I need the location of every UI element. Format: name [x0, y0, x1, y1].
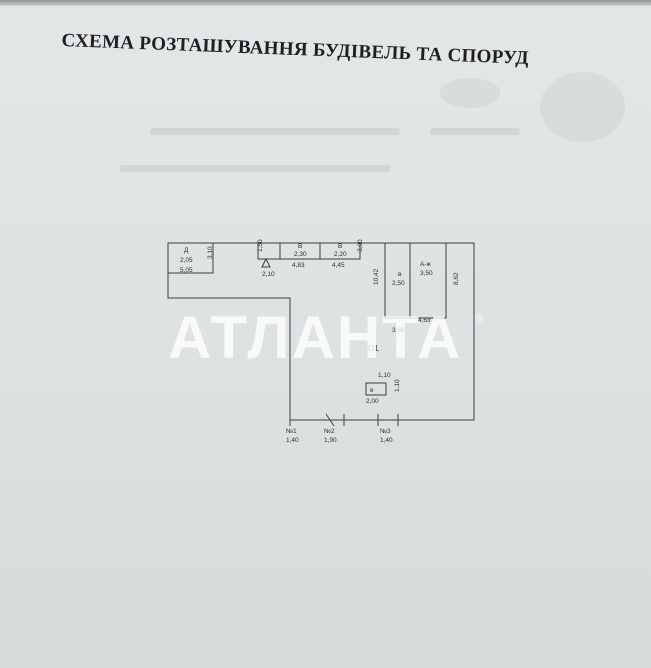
v-bottom-dim: 3,66 [392, 327, 405, 334]
room-b2-value: 2,20 [334, 251, 347, 258]
bleed-through-stamp [440, 78, 500, 108]
gate-2-mark [325, 413, 335, 427]
room-b2-letter: В [338, 243, 342, 250]
room-e-letter: е [370, 387, 374, 394]
room-v-letter: в [398, 271, 402, 278]
yard-label: О1 [368, 344, 379, 353]
v-height-dim: 10,42 [373, 268, 380, 285]
gate-3-label: №3 [380, 428, 391, 435]
gate-2-value: 1,90 [324, 437, 337, 444]
room-d-value: 2,05 [180, 257, 193, 264]
bleed-through-line [120, 165, 390, 172]
a-height-dim: 8,62 [453, 272, 460, 285]
e-side-dim: 1,10 [394, 379, 401, 392]
room-b1-letter: В [298, 243, 302, 250]
gate-1-label: №1 [286, 428, 297, 435]
room-a-zh-value: 3,50 [420, 270, 433, 277]
bleed-through-line [430, 128, 520, 135]
room-d-letter: Д [184, 247, 189, 254]
gate-2-label: №2 [324, 428, 335, 435]
sheet-top-edge [0, 0, 651, 6]
room-a-zh-letter: А-ж [420, 261, 432, 268]
gate-1-value: 1,40 [286, 437, 299, 444]
room-v-value: 2,50 [392, 280, 405, 287]
b2-width-dim: 4,45 [332, 262, 345, 269]
bleed-through-line [150, 128, 400, 135]
room-e-outline [365, 382, 387, 396]
e-top-dim: 1,10 [378, 372, 391, 379]
bleed-through-stamp [540, 72, 625, 142]
d-width-dim: 5,05 [180, 267, 193, 274]
d-side-dim: 3,10 [207, 246, 214, 259]
watermark-text: АТЛАНТА [168, 304, 462, 371]
room-e-value: 2,00 [366, 398, 379, 405]
b2-side-dim: 3,00 [357, 239, 364, 252]
a-bottom-dim: 4,63 [418, 317, 431, 324]
gap-small-dim: 1,50 [257, 239, 264, 252]
gate-3-value: 1,40 [380, 437, 393, 444]
watermark-registered-mark: ® [475, 311, 484, 325]
room-d-outline [167, 242, 214, 274]
door-triangle [261, 257, 271, 268]
a-width-dim: 2,10 [262, 271, 275, 278]
room-b2-outline [319, 242, 361, 260]
room-b1-value: 2,30 [294, 251, 307, 258]
b1-width-dim: 4,83 [292, 262, 305, 269]
